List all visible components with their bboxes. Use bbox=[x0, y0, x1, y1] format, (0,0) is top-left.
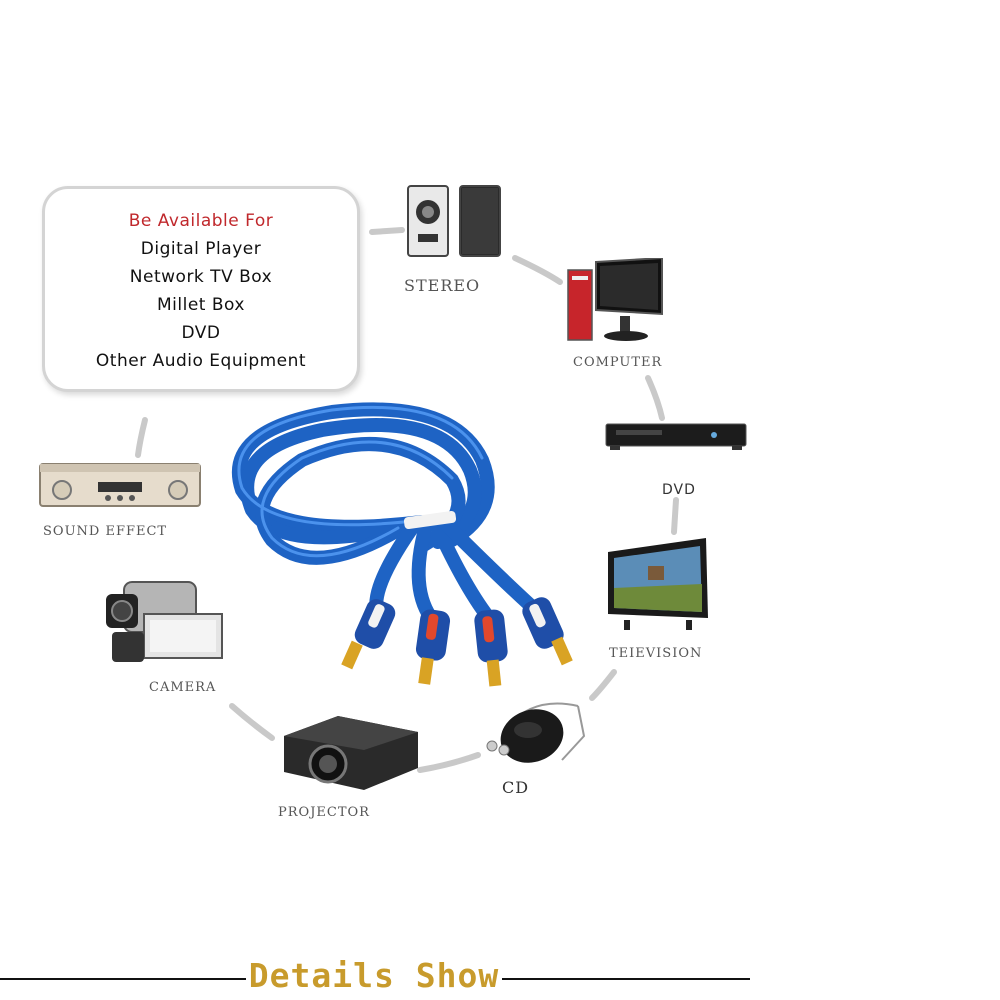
device-label-computer: COMPUTER bbox=[573, 355, 663, 370]
cd-player-icon bbox=[486, 702, 586, 763]
stereo-speakers-icon bbox=[407, 185, 501, 257]
device-label-camera: CAMERA bbox=[149, 680, 217, 695]
dvd-player-icon bbox=[605, 423, 747, 450]
camcorder-icon bbox=[106, 581, 223, 662]
availability-item: DVD bbox=[181, 323, 221, 343]
device-label-cd: CD bbox=[502, 778, 530, 797]
availability-box: Be Available For Digital Player Network … bbox=[42, 186, 360, 392]
availability-item: Network TV Box bbox=[129, 267, 273, 287]
amplifier-icon bbox=[39, 463, 201, 507]
device-label-sound-effect: SOUND EFFECT bbox=[43, 524, 168, 539]
availability-item: Digital Player bbox=[140, 239, 262, 259]
device-label-stereo: STEREO bbox=[404, 276, 481, 295]
footer-rule-left bbox=[0, 978, 246, 980]
availability-heading: Be Available For bbox=[128, 211, 274, 231]
computer-icon bbox=[567, 258, 663, 341]
device-label-projector: PROJECTOR bbox=[278, 805, 370, 820]
availability-item: Other Audio Equipment bbox=[95, 351, 307, 371]
footer-title: Details Show bbox=[248, 956, 500, 995]
device-label-dvd: DVD bbox=[662, 482, 696, 498]
availability-item: Millet Box bbox=[157, 295, 245, 315]
television-icon bbox=[608, 538, 708, 630]
rca-cable-icon bbox=[231, 402, 573, 687]
footer-rule-right bbox=[502, 978, 750, 980]
device-label-television: TEIEVISION bbox=[609, 646, 703, 661]
projector-icon bbox=[284, 716, 418, 790]
